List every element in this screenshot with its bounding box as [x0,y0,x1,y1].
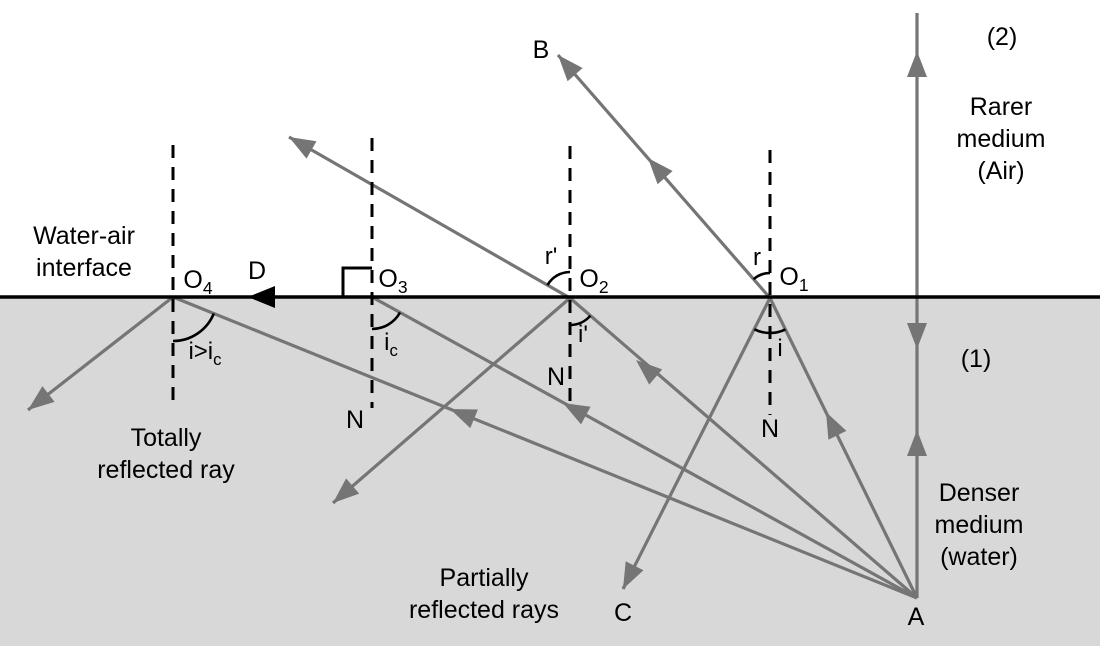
rarer-medium-label: Rarer medium (Air) [957,91,1046,187]
denser-medium-line3: (water) [940,543,1018,571]
arrowhead-grazing-ray-d [248,286,275,308]
water-air-interface-label-line1: Water-air [33,222,135,250]
angle-label-i: i [777,335,783,362]
angle-arc-r-o1 [752,271,771,281]
angle-arc-i-o1 [753,328,786,335]
arrowhead-refracted-b-tip [558,55,583,82]
o2-base: O [579,265,599,293]
o2-subscript: 2 [598,277,609,297]
arrowhead-incident-up [907,430,927,456]
o4-base: O [183,266,203,294]
arrowhead-reflected-o2-tip [333,478,360,503]
angle-label-ic: ic [384,329,398,359]
arrowhead-refracted-o2-tip [289,137,317,159]
ray-a-to-o2 [568,296,919,600]
angle-label-i-prime: i' [578,321,588,348]
o3-base: O [378,265,398,293]
angle-arc-i-gt-ic-o4 [172,312,216,343]
arrowhead-ray-a-o2 [636,360,663,385]
ic-subscript: c [389,340,398,360]
ray-a-to-o3-critical [371,295,918,600]
arrowhead-refracted-b-mid [648,158,673,185]
point-label-o2: O2 [579,263,609,297]
medium-2-index: (2) [986,23,1018,51]
point-label-o3: O3 [378,263,408,297]
o3-subscript: 3 [397,277,408,297]
o4-subscript: 4 [202,278,213,298]
ic-base: i [384,329,390,356]
totally-reflected-ray-o4 [27,295,174,412]
denser-medium-label: Denser medium (water) [935,477,1024,573]
refracted-ray-o2 [288,135,571,300]
ray-a-to-o1 [768,297,919,599]
arrowhead-reflected-c-tip [623,561,644,589]
arrowhead-ray-a-o4 [450,409,478,429]
point-label-d: D [247,257,267,285]
arrowhead-ray-a-o1 [826,412,847,440]
angle-label-r: r [753,244,761,271]
point-label-o1: O1 [779,261,809,295]
totally-reflected-caption: Totally reflected ray [97,422,235,486]
angle-arc-i-prime-o2 [569,314,592,327]
partially-reflected-ray-o2 [331,296,572,505]
water-air-interface-label-line2: interface [36,254,132,282]
normal-label-n-o2: N [546,363,566,391]
point-label-o4: O4 [183,264,213,298]
arrowhead-ray-a-o3 [563,403,591,425]
denser-medium-line2: medium [934,511,1024,539]
water-air-interface-label: Water-air interface [33,220,135,284]
o1-base: O [779,263,799,291]
angle-arc-r-prime-o2 [546,270,571,286]
partially-reflected-caption-line2: reflected rays [408,596,560,624]
angle-label-i-gt-ic: i>ic [188,338,221,368]
rarer-medium-line1: Rarer [969,93,1033,121]
angle-label-r-prime: r' [544,243,558,270]
point-label-a: A [907,603,925,631]
ray-a-to-o4 [172,295,918,600]
totally-reflected-caption-line1: Totally [130,424,202,452]
normal-label-n-o1: N [760,415,780,443]
rarer-medium-line3: (Air) [977,157,1025,185]
arrowhead-reflected-down [907,323,927,349]
totally-reflected-caption-line2: reflected ray [97,456,235,484]
i-gt-ic-subscript: c [213,349,222,369]
arrowhead-totally-reflected-tip [28,386,55,410]
partially-reflected-caption: Partially reflected rays [409,562,559,626]
medium-1-index: (1) [960,345,992,373]
point-label-b: B [532,36,550,64]
partially-reflected-caption-line1: Partially [439,564,529,592]
angle-arc-ic-o3 [371,311,402,331]
normal-label-n-o3: N [345,406,365,434]
point-label-c: C [613,599,633,627]
arrowhead-transmitted-up [907,51,927,77]
i-gt-ic-base: i>i [188,338,214,365]
right-angle-mark-o3 [341,266,372,297]
o1-subscript: 1 [798,275,809,295]
partially-reflected-ray-o1-to-c [621,297,772,590]
denser-medium-line1: Denser [938,479,1020,507]
rarer-medium-line2: medium [956,125,1046,153]
